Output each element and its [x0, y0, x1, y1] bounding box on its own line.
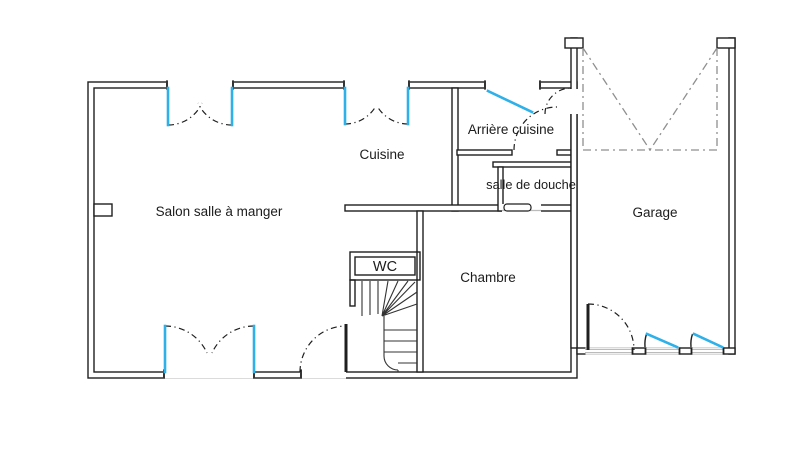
door-arc-salon-top-right	[197, 102, 233, 126]
garage-bottom-door	[586, 303, 635, 351]
room-label-salle-de-douche: salle de douche	[486, 177, 576, 192]
room-labels: Salon salle à manger Cuisine Arrière cui…	[156, 122, 678, 285]
window-sash-open	[486, 89, 534, 114]
chambre-door-leaf	[503, 203, 532, 212]
door-arc-arriere-hall	[513, 106, 558, 151]
wall-arriere-bottom-stub	[556, 149, 572, 156]
door-arc-salon-bottom-left	[164, 325, 208, 354]
doors	[164, 87, 572, 373]
room-label-wc: WC	[373, 259, 397, 275]
garage-left-wall	[570, 37, 578, 349]
wall-stairs-chambre	[416, 210, 424, 373]
garage-structure	[564, 37, 736, 355]
door-arc-arriere-garage	[544, 87, 572, 115]
room-label-salon: Salon salle à manger	[156, 204, 283, 219]
door-arc-cuisine-right	[376, 105, 409, 125]
garage-window-2	[690, 332, 724, 349]
wall-douche-left	[497, 166, 504, 212]
room-label-garage: Garage	[632, 205, 677, 220]
wall-arriere-bottom	[456, 149, 513, 156]
entrance-door	[299, 324, 348, 373]
garage-post-right	[716, 37, 736, 49]
room-label-arriere-cuisine: Arrière cuisine	[468, 122, 554, 137]
interior-walls	[344, 87, 572, 373]
staircase	[361, 280, 418, 372]
room-label-cuisine: Cuisine	[359, 147, 404, 162]
room-label-chambre: Chambre	[460, 270, 516, 285]
windows	[163, 86, 534, 374]
garage-door-swing	[582, 47, 718, 151]
garage-right-wall	[728, 37, 736, 355]
wc-enclosure	[349, 251, 421, 281]
chambre-doorway	[502, 203, 541, 212]
house-exterior-walls	[87, 80, 578, 379]
wall-douche-top	[492, 161, 572, 168]
door-arc-cuisine-left	[344, 105, 377, 125]
garage-post-left	[564, 37, 584, 49]
garage-window-1	[644, 332, 679, 349]
door-arc-salon-top-left	[167, 102, 203, 126]
door-arc-salon-bottom-right	[211, 325, 255, 354]
wall-stair-left	[349, 279, 356, 307]
wall-stub	[93, 203, 113, 217]
